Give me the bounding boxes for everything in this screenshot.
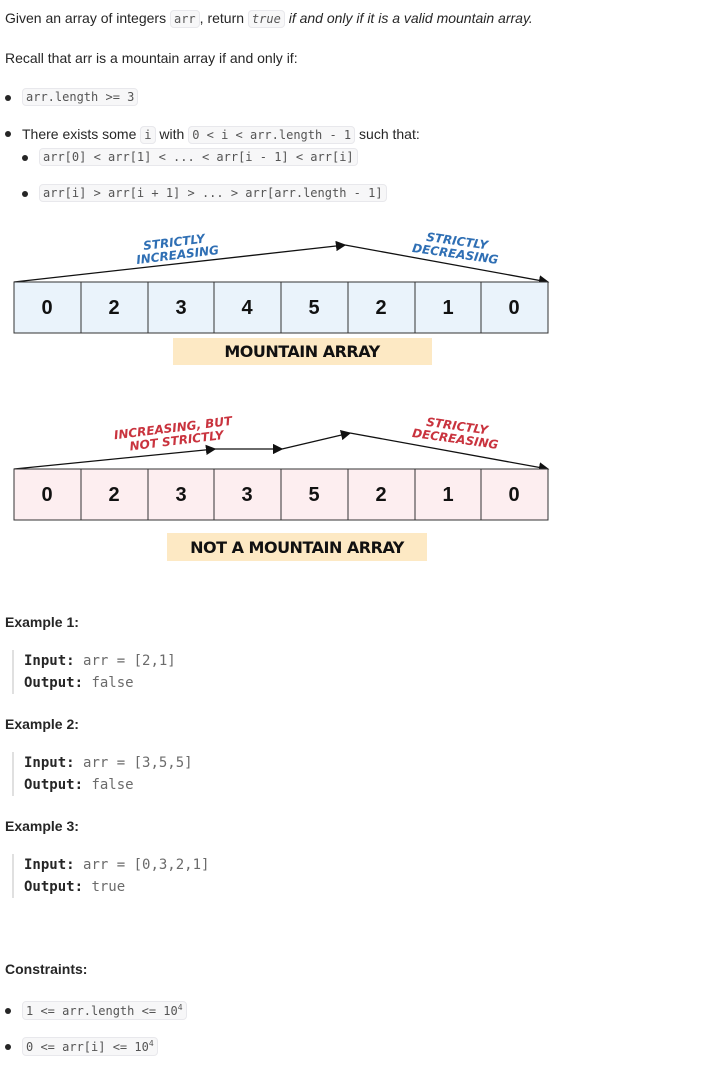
array-cell [80, 281, 149, 334]
constraint-length: 1 <= arr.length <= 104 [22, 1001, 187, 1020]
not-mountain-array-label-bg [167, 533, 427, 561]
cell-value: 2 [108, 297, 119, 319]
sub-condition-decreasing: arr[i] > arr[i + 1] > ... > arr[arr.leng… [39, 184, 387, 202]
output-value: false [91, 675, 134, 691]
input-value: arr = [3,5,5] [83, 755, 193, 771]
cell-value: 3 [175, 484, 186, 506]
example-1-title: Example 1: [5, 614, 79, 630]
strictly-decreasing-note: STRICTLY DECREASING [411, 230, 499, 267]
constraint-length-exponent: 4 [177, 1003, 183, 1012]
intro-true-code: true [247, 10, 285, 28]
bullet-icon [5, 131, 11, 137]
mountain-array-cells: 0 2 3 4 5 2 1 0 [13, 281, 549, 334]
mountain-array-label: MOUNTAIN ARRAY [224, 342, 380, 361]
array-cell [13, 468, 82, 521]
intro-text-end: if and only if it is a valid mountain ar… [284, 10, 533, 26]
cell-value: 2 [375, 484, 386, 506]
bullet-icon [5, 1044, 11, 1050]
bullet-icon [5, 1008, 11, 1014]
cell-value: 2 [375, 297, 386, 319]
cell-value: 1 [442, 484, 453, 506]
recall-text: Recall that arr is a mountain array if a… [5, 50, 298, 66]
array-cell [347, 468, 416, 521]
cell-value: 4 [241, 297, 253, 319]
array-cell [80, 468, 149, 521]
cell-value: 0 [508, 484, 519, 506]
constraints-title: Constraints: [5, 961, 88, 977]
bullet-icon [5, 95, 11, 101]
array-cell [480, 281, 549, 334]
cell-value: 1 [442, 297, 453, 319]
constraint-value-text: 0 <= arr[i] <= 10 [26, 1040, 149, 1054]
cell-value: 0 [41, 297, 52, 319]
array-cell [13, 281, 82, 334]
input-label: Input: [24, 755, 75, 771]
example-3-block: Input: arr = [0,3,2,1] Output: true [12, 854, 312, 898]
output-label: Output: [24, 777, 84, 793]
intro-paragraph: Given an array of integers arr, return t… [5, 8, 533, 29]
array-cell [213, 281, 282, 334]
output-label: Output: [24, 879, 84, 895]
array-cell [147, 281, 215, 334]
mountain-arrows [13, 240, 550, 286]
cell-value: 0 [41, 484, 52, 506]
intro-arr-code: arr [169, 10, 200, 28]
array-cell [414, 468, 482, 521]
cell-value: 2 [108, 484, 119, 506]
cell-value: 3 [241, 484, 252, 506]
sub-condition-increasing: arr[0] < arr[1] < ... < arr[i - 1] < arr… [39, 148, 358, 166]
strictly-increasing-note: STRICTLY INCREASING [136, 231, 220, 267]
condition-exists-end: such that: [355, 126, 420, 142]
bullet-icon [22, 191, 28, 197]
condition-exists: There exists some i with 0 < i < arr.len… [22, 124, 420, 145]
intro-text-mid: , return [199, 10, 248, 26]
cell-value: 5 [308, 484, 319, 506]
output-label: Output: [24, 675, 84, 691]
condition-range-code: 0 < i < arr.length - 1 [188, 126, 356, 144]
array-cell [280, 468, 349, 521]
not-mountain-array-label: NOT A MOUNTAIN ARRAY [190, 538, 405, 557]
not-mountain-arrows [13, 430, 550, 473]
condition-i-code: i [140, 126, 156, 144]
cell-value: 3 [175, 297, 186, 319]
constraint-length-text: 1 <= arr.length <= 10 [26, 1004, 178, 1018]
not-mountain-array-diagram: INCREASING, BUT NOT STRICTLY STRICTLY DE… [13, 414, 550, 561]
condition-exists-start: There exists some [22, 126, 141, 142]
not-mountain-array-cells: 0 2 3 3 5 2 1 0 [13, 468, 549, 521]
array-cell [280, 281, 349, 334]
input-value: arr = [2,1] [83, 653, 176, 669]
input-label: Input: [24, 857, 75, 873]
condition-exists-mid: with [155, 126, 189, 142]
strictly-decreasing-note: STRICTLY DECREASING [411, 415, 499, 452]
mountain-array-diagram: STRICTLY INCREASING STRICTLY DECREASING … [13, 230, 550, 365]
input-value: arr = [0,3,2,1] [83, 857, 210, 873]
array-cell [147, 468, 215, 521]
output-value: true [91, 879, 126, 895]
example-1-block: Input: arr = [2,1] Output: false [12, 650, 312, 694]
intro-text-start: Given an array of integers [5, 10, 170, 26]
example-3-title: Example 3: [5, 818, 79, 834]
cell-value: 5 [308, 297, 319, 319]
example-2-title: Example 2: [5, 716, 79, 732]
output-value: false [91, 777, 134, 793]
input-label: Input: [24, 653, 75, 669]
example-2-block: Input: arr = [3,5,5] Output: false [12, 752, 312, 796]
bullet-icon [22, 155, 28, 161]
array-cell [480, 468, 549, 521]
mountain-array-label-bg [173, 338, 432, 365]
constraint-value-exponent: 4 [148, 1039, 154, 1048]
array-cell [213, 468, 282, 521]
cell-value: 0 [508, 297, 519, 319]
condition-length-code: arr.length >= 3 [22, 88, 139, 106]
constraint-value: 0 <= arr[i] <= 104 [22, 1037, 158, 1056]
